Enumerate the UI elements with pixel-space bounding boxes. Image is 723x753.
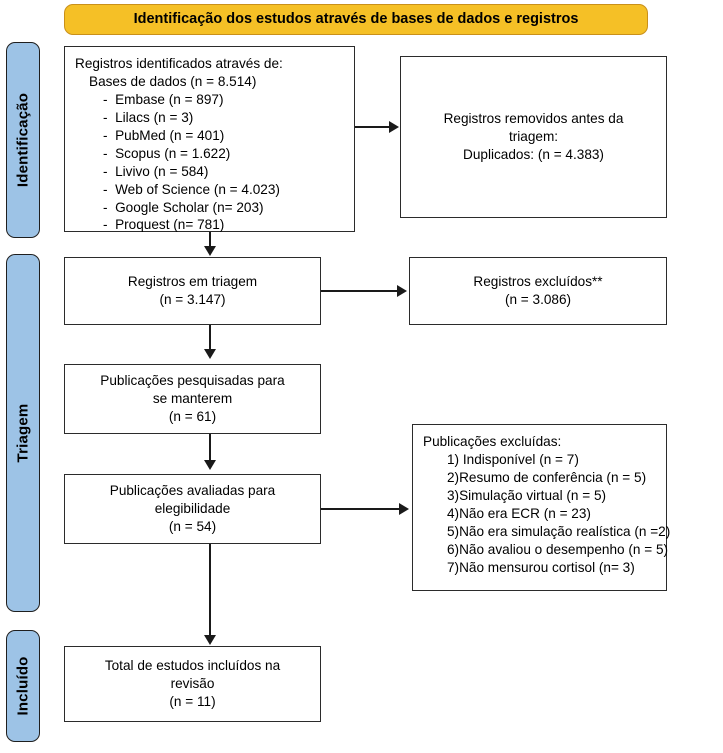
connector-identified-to-screened (209, 232, 211, 250)
total-included-line-1: Total de estudos incluídos na (104, 658, 281, 674)
arrowhead-screened-to-sought (204, 349, 216, 359)
box-publications-assessed: Publicações avaliadas para elegibilidade… (64, 474, 321, 544)
connector-screened-to-sought (209, 325, 211, 353)
connector-sought-to-assessed (209, 434, 211, 464)
records-identified-source: - PubMed (n = 401) (103, 127, 225, 143)
records-identified-source: - Proquest (n= 781) (103, 217, 225, 233)
phase-label-incluido: Incluído (14, 656, 32, 716)
publications-assessed-line-3: (n = 54) (168, 518, 217, 534)
arrowhead-assessed-to-included (204, 635, 216, 645)
records-identified-source-group: Bases de dados (n = 8.514) (89, 73, 257, 89)
total-included-line-3: (n = 11) (169, 693, 216, 709)
total-included-line-2: revisão (170, 676, 215, 692)
box-records-identified: Registros identificados através de: Base… (64, 46, 355, 232)
box-records-screened: Registros em triagem (n = 3.147) (64, 257, 321, 325)
records-removed-line-3: Duplicados: (n = 4.383) (463, 146, 604, 162)
records-identified-source: - Embase (n = 897) (103, 91, 224, 107)
records-identified-source: - Web of Science (n = 4.023) (103, 181, 280, 197)
phase-pill-triagem: Triagem (6, 254, 40, 612)
publications-sought-line-1: Publicações pesquisadas para (100, 373, 285, 389)
records-identified-source: - Livivo (n = 584) (103, 163, 209, 179)
records-identified-heading: Registros identificados através de: (75, 56, 283, 71)
phase-pill-incluido: Incluído (6, 630, 40, 742)
publications-excluded-reason: 6)Não avaliou o desempenho (n = 5) (447, 541, 669, 557)
publications-excluded-reason: 5)Não era simulação realística (n =2) (447, 523, 671, 539)
publications-excluded-reason: 7)Não mensurou cortisol (n= 3) (447, 559, 635, 575)
publications-excluded-reason: 3)Simulação virtual (n = 5) (447, 487, 607, 503)
publications-excluded-reason: 4)Não era ECR (n = 23) (447, 505, 591, 521)
records-identified-source: - Lilacs (n = 3) (103, 109, 194, 125)
connector-assessed-to-included (209, 544, 211, 639)
arrowhead-screened-to-excluded (397, 285, 407, 297)
phase-label-triagem: Triagem (14, 403, 32, 463)
publications-excluded-reason: 2)Resumo de conferência (n = 5) (447, 469, 647, 485)
diagram-title-banner: Identificação dos estudos através de bas… (64, 4, 648, 35)
records-screened-line-2: (n = 3.147) (159, 292, 226, 307)
arrowhead-sought-to-assessed (204, 460, 216, 470)
connector-identified-to-removed (355, 126, 391, 128)
records-identified-source: - Google Scholar (n= 203) (103, 199, 264, 215)
records-excluded-line-2: (n = 3.086) (504, 292, 572, 307)
box-publications-excluded: Publicações excluídas: 1) Indisponível (… (412, 424, 671, 591)
box-records-removed-before-screening: Registros removidos antes da triagem: Du… (400, 56, 667, 218)
publications-assessed-line-1: Publicações avaliadas para (109, 483, 276, 499)
publications-assessed-line-2: elegibilidade (154, 501, 231, 517)
records-identified-source: - Scopus (n = 1.622) (103, 145, 231, 161)
publications-sought-line-3: (n = 61) (168, 408, 217, 424)
phase-label-identificacao: Identificação (14, 92, 32, 188)
box-publications-sought: Publicações pesquisadas para se manterem… (64, 364, 321, 434)
phase-pill-identificacao: Identificação (6, 42, 40, 238)
arrowhead-identified-to-removed (389, 121, 399, 133)
connector-assessed-to-excluded (321, 508, 401, 510)
records-removed-line-1: Registros removidos antes da (443, 111, 624, 127)
box-total-included: Total de estudos incluídos na revisão (n… (64, 646, 321, 722)
records-screened-line-1: Registros em triagem (127, 274, 258, 290)
publications-excluded-reason: 1) Indisponível (n = 7) (447, 451, 579, 467)
connector-screened-to-excluded (321, 290, 399, 292)
publications-sought-line-2: se manterem (152, 391, 233, 407)
box-records-excluded: Registros excluídos** (n = 3.086) (409, 257, 667, 325)
arrowhead-identified-to-screened (204, 246, 216, 256)
records-excluded-line-1: Registros excluídos** (473, 274, 603, 290)
arrowhead-assessed-to-excluded (399, 503, 409, 515)
publications-excluded-heading: Publicações excluídas: (423, 434, 562, 449)
records-removed-line-2: triagem: (508, 129, 559, 145)
diagram-title-text: Identificação dos estudos através de bas… (133, 10, 579, 27)
